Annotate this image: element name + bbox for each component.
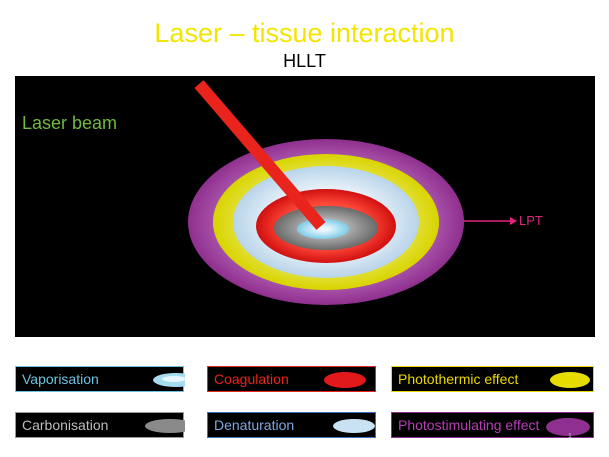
diagram-stage: Laser beam LPT <box>15 76 595 337</box>
legend-label: Denaturation <box>214 417 295 433</box>
photostimulating-swatch <box>546 418 590 436</box>
legend-label: Photothermic effect <box>398 371 519 387</box>
slide-title: Laser – tissue interaction <box>154 18 455 48</box>
vaporisation-zone <box>297 219 349 239</box>
legend-label: Coagulation <box>214 371 289 387</box>
denaturation-swatch <box>333 419 375 433</box>
lpt-label: LPT <box>519 213 543 228</box>
legend-coagulation: Coagulation <box>207 366 376 392</box>
photothermic-swatch <box>550 372 590 388</box>
coagulation-swatch <box>324 372 366 388</box>
legend-photothermic: Photothermic effect <box>391 366 594 392</box>
laser-beam <box>194 80 326 230</box>
legend-label: Carbonisation <box>22 417 109 433</box>
legend-carbonisation: Carbonisation <box>15 412 185 438</box>
legend-denaturation: Denaturation <box>207 412 376 438</box>
vaporisation-swatch <box>153 373 185 387</box>
slide-subtitle: HLLT <box>283 51 326 71</box>
carbonisation-swatch <box>145 419 185 433</box>
legend-photostimulating: Photostimulating effect <box>391 412 594 438</box>
legend-vaporisation: Vaporisation <box>15 366 185 392</box>
legend-label: Vaporisation <box>22 371 99 387</box>
lpt-arrow-head <box>510 217 517 225</box>
legend-label: Photostimulating effect <box>398 417 540 433</box>
laser-beam-label: Laser beam <box>22 113 118 133</box>
tissue-zone-diagram <box>188 80 517 305</box>
page-number: 1 <box>568 433 572 440</box>
